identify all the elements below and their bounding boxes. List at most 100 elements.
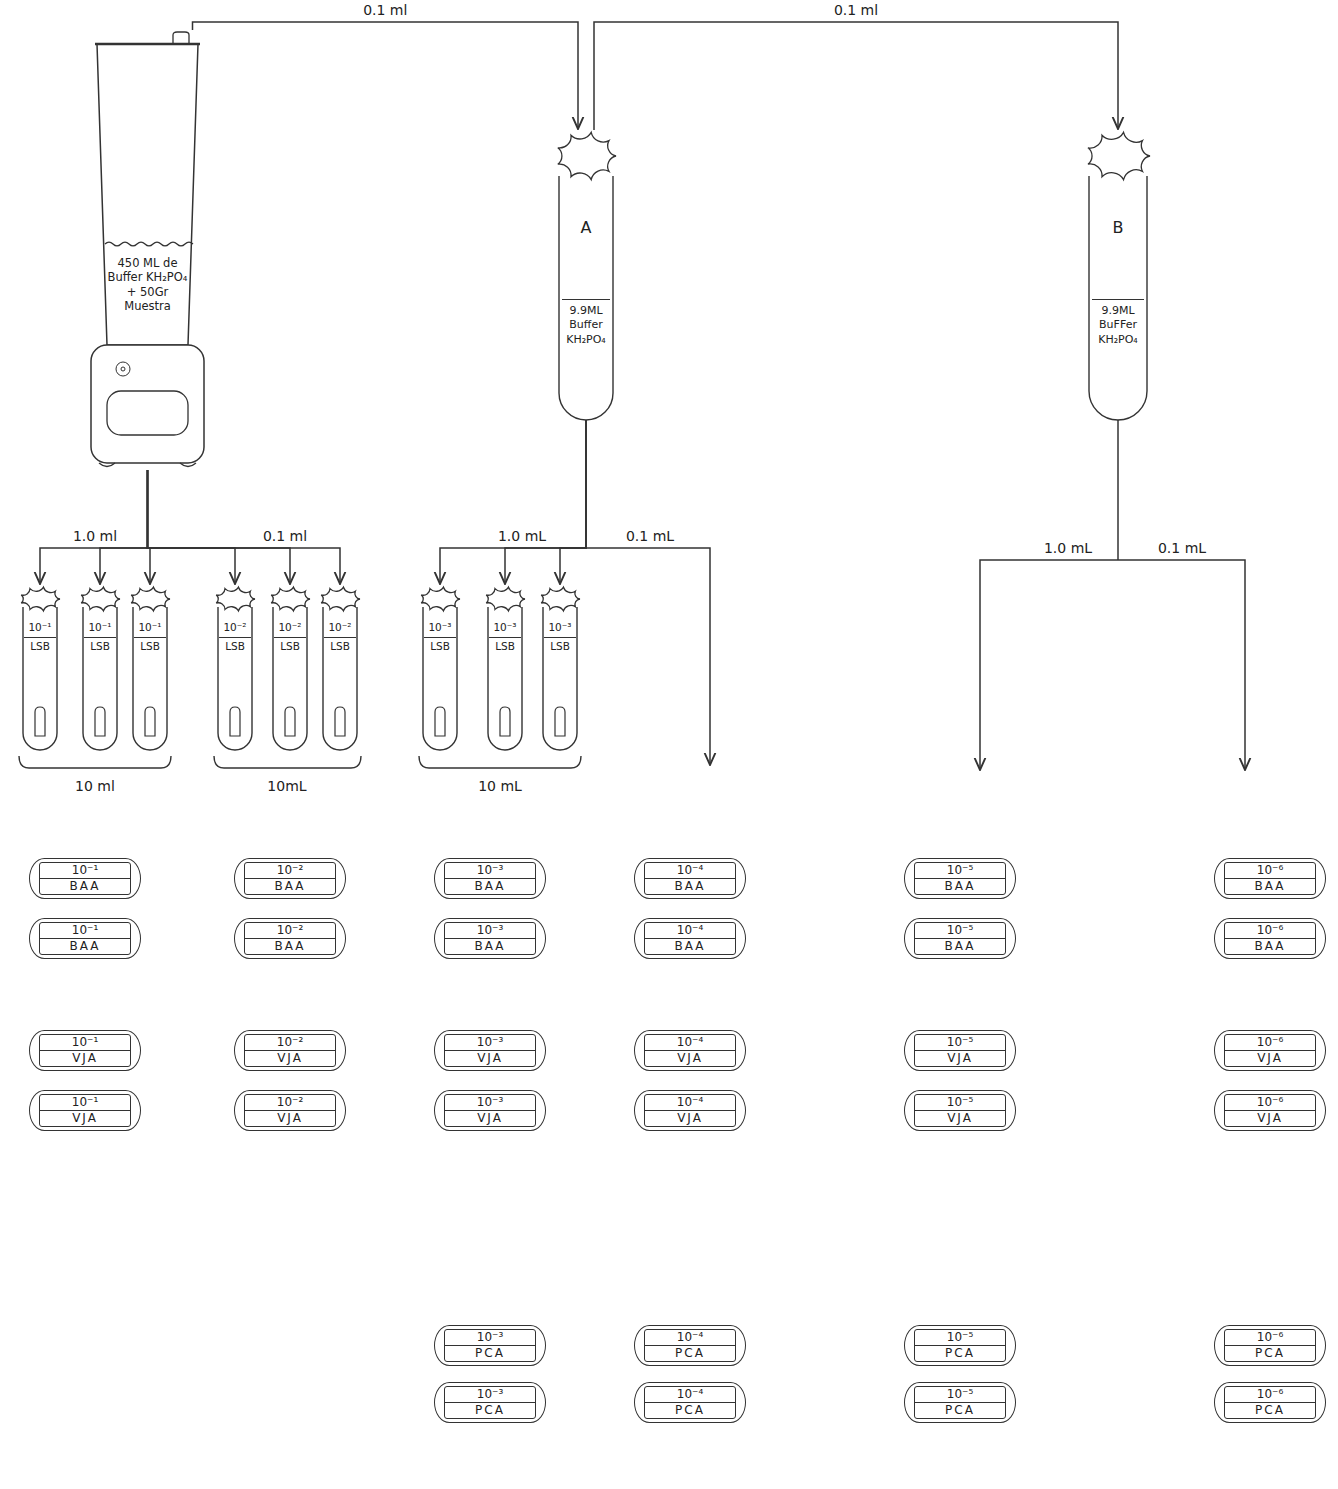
text-holder: 10⁻²LSB xyxy=(214,621,256,653)
blender-base xyxy=(91,345,204,463)
petri-plate: 10⁻²BAA xyxy=(234,858,346,899)
durham-tube xyxy=(335,707,345,736)
cotton-plug xyxy=(21,587,60,611)
node-title: 10⁻⁴ xyxy=(645,1035,735,1050)
transfer-arrow xyxy=(594,22,1118,130)
node-title: 10⁻⁴ xyxy=(645,1387,735,1402)
petri-plate: 10⁻⁶VJA xyxy=(1214,1090,1326,1131)
petri-plate: 10⁻²VJA xyxy=(234,1090,346,1131)
node-title: 10⁻⁵ xyxy=(915,1387,1005,1402)
node-title: 10⁻¹ xyxy=(134,621,166,635)
durham-tube xyxy=(500,707,510,736)
tube-body xyxy=(543,607,577,750)
node-title: 10⁻⁶ xyxy=(1225,1035,1315,1050)
petri-plate: 10⁻⁵BAA xyxy=(904,918,1016,959)
text-holder: B9.9ML BuFFer KH₂PO₄ xyxy=(1085,218,1151,347)
node-body: 9.9ML Buffer KH₂PO₄ xyxy=(562,299,610,347)
lid-knob xyxy=(173,32,189,44)
cotton-plug xyxy=(271,587,310,611)
tube-body xyxy=(423,607,457,750)
petri-plate: 10⁻³PCA xyxy=(434,1382,546,1423)
text-holder: 10⁻¹LSB xyxy=(79,621,121,653)
text-holder: 10⁻⁶PCA xyxy=(1224,1386,1316,1419)
node-body: BAA xyxy=(245,938,335,954)
petri-plate: 10⁻²BAA xyxy=(234,918,346,959)
node-body: PCA xyxy=(645,1345,735,1361)
petri-plate: 10⁻³BAA xyxy=(434,858,546,899)
node-body: PCA xyxy=(915,1402,1005,1418)
tube-body xyxy=(273,607,307,750)
node-body: LSB xyxy=(424,637,456,654)
node-body: PCA xyxy=(645,1402,735,1418)
cotton-plug xyxy=(216,587,255,611)
durham-tube xyxy=(435,707,445,736)
node-body: BAA xyxy=(445,938,535,954)
node-title: 10⁻³ xyxy=(445,1387,535,1402)
lsb-tube: 10⁻¹LSB xyxy=(19,585,61,750)
node-title: 10⁻³ xyxy=(445,1035,535,1050)
petri-plate: 10⁻¹BAA xyxy=(29,858,141,899)
cotton-plug xyxy=(1088,132,1150,179)
node-body: LSB xyxy=(544,637,576,654)
petri-plate: 10⁻²VJA xyxy=(234,1030,346,1071)
jar-rim xyxy=(95,43,200,46)
text-holder: 10⁻¹LSB xyxy=(129,621,171,653)
cotton-plug xyxy=(81,587,120,611)
node-body: VJA xyxy=(40,1050,130,1066)
volume-label: 0.1 mL xyxy=(1155,540,1209,557)
durham-tube xyxy=(145,707,155,736)
node-title: 10⁻⁴ xyxy=(645,1330,735,1345)
volume-label: 1.0 mL xyxy=(1041,540,1095,557)
lsb-tube: 10⁻¹LSB xyxy=(79,585,121,750)
text-holder: 10⁻⁴VJA xyxy=(644,1094,736,1127)
text-holder: A9.9ML Buffer KH₂PO₄ xyxy=(555,218,617,347)
tube-body xyxy=(323,607,357,750)
text-holder: 10⁻⁶BAA xyxy=(1224,922,1316,955)
volume-label: 1.0 mL xyxy=(495,528,549,545)
text-holder: 10⁻¹LSB xyxy=(19,621,61,653)
power-button xyxy=(116,362,130,376)
node-body: LSB xyxy=(274,637,306,654)
node-title: 10⁻⁶ xyxy=(1225,1330,1315,1345)
lsb-tube: 10⁻³LSB xyxy=(539,585,581,750)
text-holder: 10⁻³ LSB xyxy=(484,621,526,653)
node-title: 10⁻³ xyxy=(445,923,535,938)
text-holder: 10⁻⁴PCA xyxy=(644,1386,736,1419)
cotton-plug xyxy=(321,587,360,611)
petri-plate: 10⁻⁴PCA xyxy=(634,1325,746,1366)
node-title: 10⁻⁵ xyxy=(915,923,1005,938)
petri-plate: 10⁻⁶PCA xyxy=(1214,1382,1326,1423)
node-body: LSB xyxy=(324,637,356,654)
node-body: VJA xyxy=(245,1110,335,1126)
node-title: 10⁻² xyxy=(219,621,251,635)
node-title: 10⁻⁶ xyxy=(1225,1387,1315,1402)
transfer-arrow xyxy=(148,470,341,584)
node-title: 10⁻⁵ xyxy=(915,1035,1005,1050)
node-title: 10⁻³ xyxy=(445,1330,535,1345)
base-foot xyxy=(180,463,196,467)
node-body: LSB xyxy=(24,637,56,654)
node-title: 10⁻¹ xyxy=(84,621,116,635)
node-title: B xyxy=(1092,218,1144,237)
lsb-tube-outline xyxy=(214,585,256,750)
node-body: BAA xyxy=(40,938,130,954)
node-title: 10⁻² xyxy=(245,1035,335,1050)
node-body: PCA xyxy=(445,1345,535,1361)
node-body: LSB xyxy=(489,637,521,654)
tube-b-free-branch xyxy=(1118,560,1245,770)
lsb-tube: 10⁻²LSB xyxy=(214,585,256,750)
node-body: PCA xyxy=(915,1345,1005,1361)
text-holder: 10⁻³BAA xyxy=(444,922,536,955)
text-holder: 10⁻⁵BAA xyxy=(914,862,1006,895)
dilution-tube: B9.9ML BuFFer KH₂PO₄ xyxy=(1085,130,1151,420)
node-title: 10⁻⁴ xyxy=(645,863,735,878)
petri-plate: 10⁻⁴BAA xyxy=(634,858,746,899)
petri-plate: 10⁻⁴BAA xyxy=(634,918,746,959)
text-holder: 10⁻³PCA xyxy=(444,1329,536,1362)
durham-tube xyxy=(95,707,105,736)
text-holder: 10⁻²LSB xyxy=(319,621,361,653)
node-title: 10⁻³ xyxy=(489,621,521,635)
dilution-tube-outline xyxy=(555,130,617,420)
node-title: 10⁻² xyxy=(245,923,335,938)
tube-body xyxy=(218,607,252,750)
